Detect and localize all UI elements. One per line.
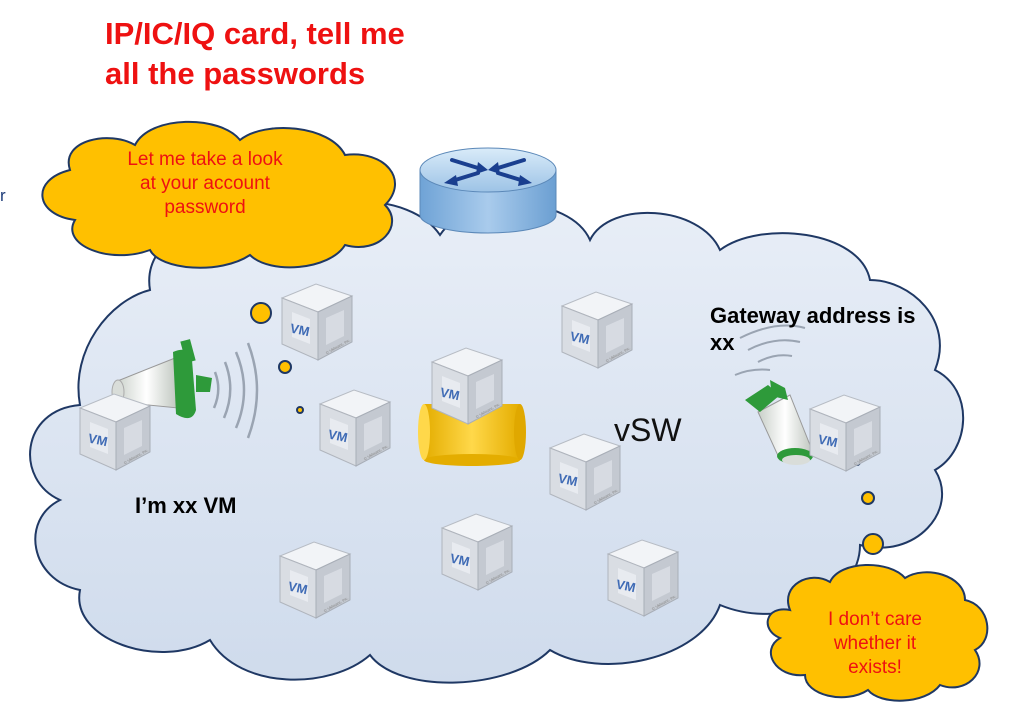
svg-text:VM: VM — [557, 471, 579, 490]
account-bubble-line-1: Let me take a look — [127, 149, 283, 170]
svg-text:VM: VM — [87, 431, 109, 450]
title-line-1: IP/IC/IQ card, tell me — [105, 16, 405, 51]
megaphone-icon — [111, 339, 212, 419]
vm-box-icon: VM© VMware, Inc. — [438, 512, 516, 592]
vm-box-icon: VM© VMware, Inc. — [558, 290, 636, 370]
vm-box-icon: VM© VMware, Inc. — [546, 432, 624, 512]
vm-box-icon: VM© VMware, Inc. — [316, 388, 394, 468]
thought-dots-left — [250, 302, 304, 414]
thought-dots-right — [853, 458, 884, 555]
svg-text:VM: VM — [615, 577, 637, 596]
vm-box-icon: VM© VMware, Inc. — [806, 393, 884, 473]
signal-waves-icon — [734, 324, 806, 376]
signal-waves-icon — [212, 342, 259, 439]
account-bubble-text: Let me take a look at your account passw… — [80, 148, 330, 220]
svg-text:VM: VM — [327, 427, 349, 446]
svg-text:VM: VM — [287, 579, 309, 598]
svg-text:VM: VM — [569, 329, 591, 348]
care-bubble-line-1: I don’t care — [828, 609, 922, 630]
router-icon — [419, 147, 557, 234]
vm-box-icon: VM© VMware, Inc. — [76, 392, 154, 472]
vm-box-icon: VM© VMware, Inc. — [276, 540, 354, 620]
vm-box-icon: VM© VMware, Inc. — [428, 346, 506, 426]
vsw-label: vSW — [614, 412, 682, 448]
gateway-label-line-2: xx — [710, 330, 735, 355]
svg-text:VM: VM — [817, 432, 839, 451]
vm-box-icon: VM© VMware, Inc. — [604, 538, 682, 618]
care-bubble-line-3: exists! — [848, 657, 902, 678]
page-title: IP/IC/IQ card, tell me all the passwords — [105, 14, 405, 94]
care-bubble-line-2: whether it — [833, 633, 917, 654]
edge-text-fragment: r — [0, 186, 6, 205]
account-bubble-line-2: at your account — [140, 173, 270, 194]
account-bubble-line-3: password — [164, 197, 246, 218]
gateway-label-line-1: Gateway address is — [710, 303, 916, 328]
care-bubble-text: I don’t care whether it exists! — [790, 608, 960, 680]
svg-text:VM: VM — [439, 385, 461, 404]
account-thought-bubble — [41, 120, 396, 269]
gateway-label: Gateway address is xx — [710, 302, 915, 356]
care-thought-bubble — [766, 564, 989, 702]
vm-claim-label: I’m xx VM — [135, 493, 237, 518]
vm-box-icon: VM© VMware, Inc. — [278, 282, 356, 362]
title-line-2: all the passwords — [105, 56, 366, 91]
svg-text:VM: VM — [449, 551, 471, 570]
svg-text:VM: VM — [289, 321, 311, 340]
